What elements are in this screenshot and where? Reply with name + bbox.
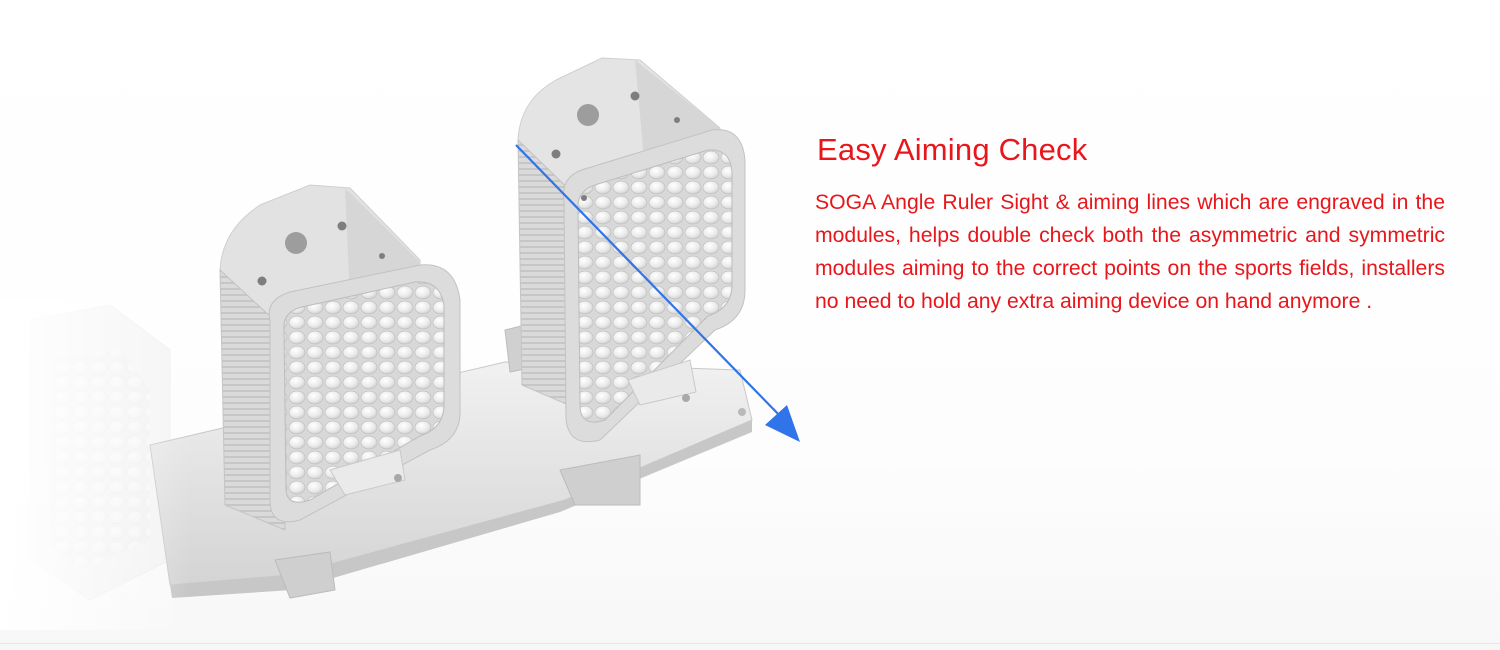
feature-description: SOGA Angle Ruler Sight & aiming lines wh…: [815, 191, 1445, 313]
bottom-divider: [0, 643, 1500, 644]
feature-title: Easy Aiming Check: [817, 132, 1088, 167]
aiming-direction-arrow-icon: [515, 144, 800, 442]
floodlight-product-image: [0, 57, 800, 630]
feature-text-block: Easy Aiming Check SOGA Angle Ruler Sight…: [815, 128, 1445, 318]
left-light-module: [219, 184, 461, 531]
